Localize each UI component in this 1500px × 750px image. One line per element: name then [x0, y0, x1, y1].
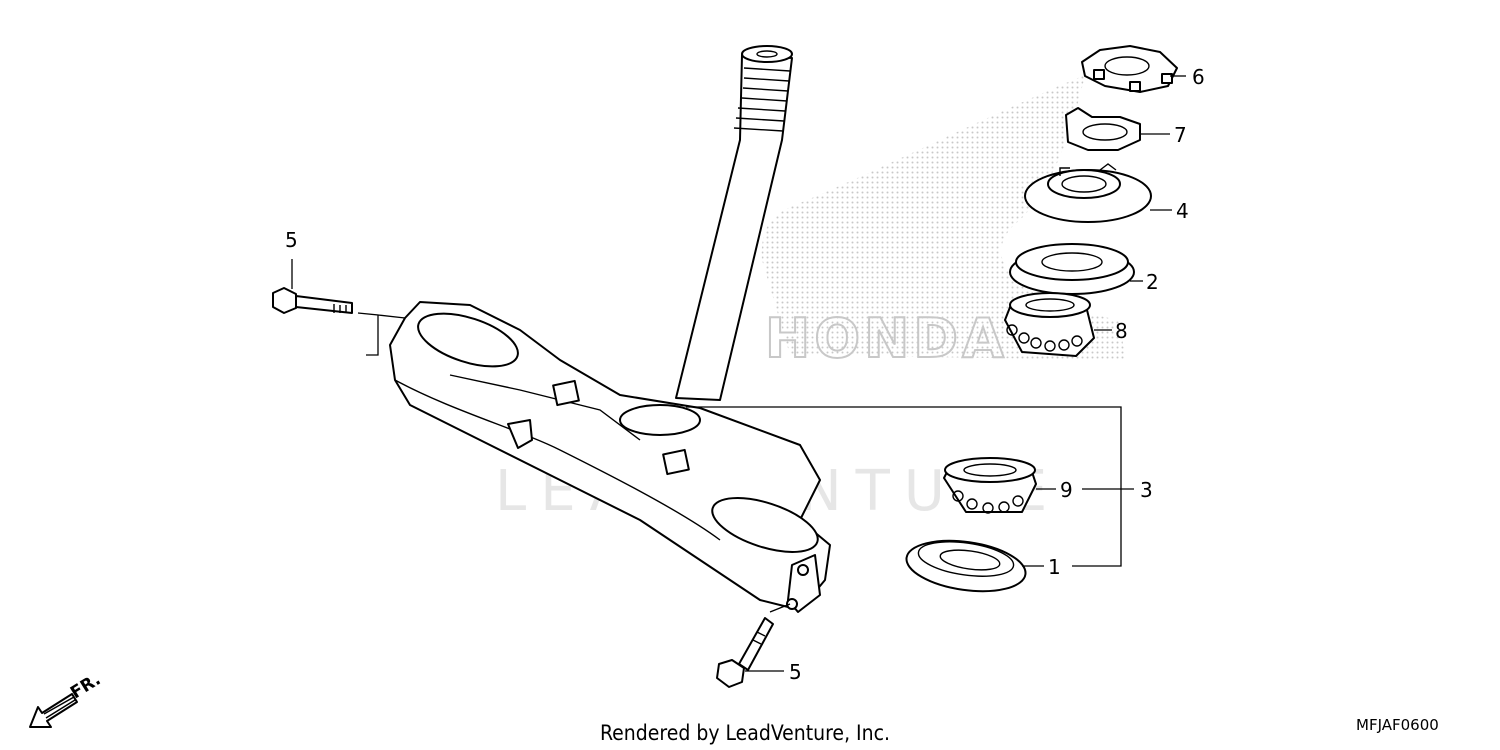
watermark-wing-logo: HONDA — [761, 75, 1125, 371]
callout-8: 8 — [1115, 319, 1128, 343]
callout-5-top: 5 — [285, 228, 298, 252]
lower-steering-bearing — [943, 457, 1037, 514]
lock-washer — [1065, 107, 1141, 151]
upper-bearing-race — [1009, 243, 1135, 295]
adjusting-nut — [1024, 163, 1152, 223]
callout-6: 6 — [1192, 65, 1205, 89]
callout-7: 7 — [1174, 123, 1187, 147]
upper-steering-bearing — [1004, 292, 1095, 357]
callout-1: 1 — [1048, 555, 1061, 579]
watermark-logo-text: HONDA — [765, 307, 1008, 370]
front-direction-indicator: FR. — [29, 670, 104, 728]
steering-stem-tube — [675, 45, 793, 401]
rendered-by-credit: Rendered by LeadVenture, Inc. — [600, 721, 890, 745]
lower-triple-clamp — [389, 301, 831, 613]
leader-lines — [291, 75, 1186, 672]
callout-4: 4 — [1176, 199, 1189, 223]
diagram-code: MFJAF0600 — [1356, 716, 1439, 734]
callout-3: 3 — [1140, 478, 1153, 502]
lock-nut — [1081, 45, 1178, 93]
callout-2: 2 — [1146, 270, 1159, 294]
callout-9: 9 — [1060, 478, 1073, 502]
arrow-down-left-icon — [29, 693, 78, 728]
lower-bolt — [716, 603, 791, 688]
upper-bolt — [272, 287, 406, 356]
lower-bearing-race — [905, 539, 1027, 593]
callout-5-bottom: 5 — [789, 660, 802, 684]
